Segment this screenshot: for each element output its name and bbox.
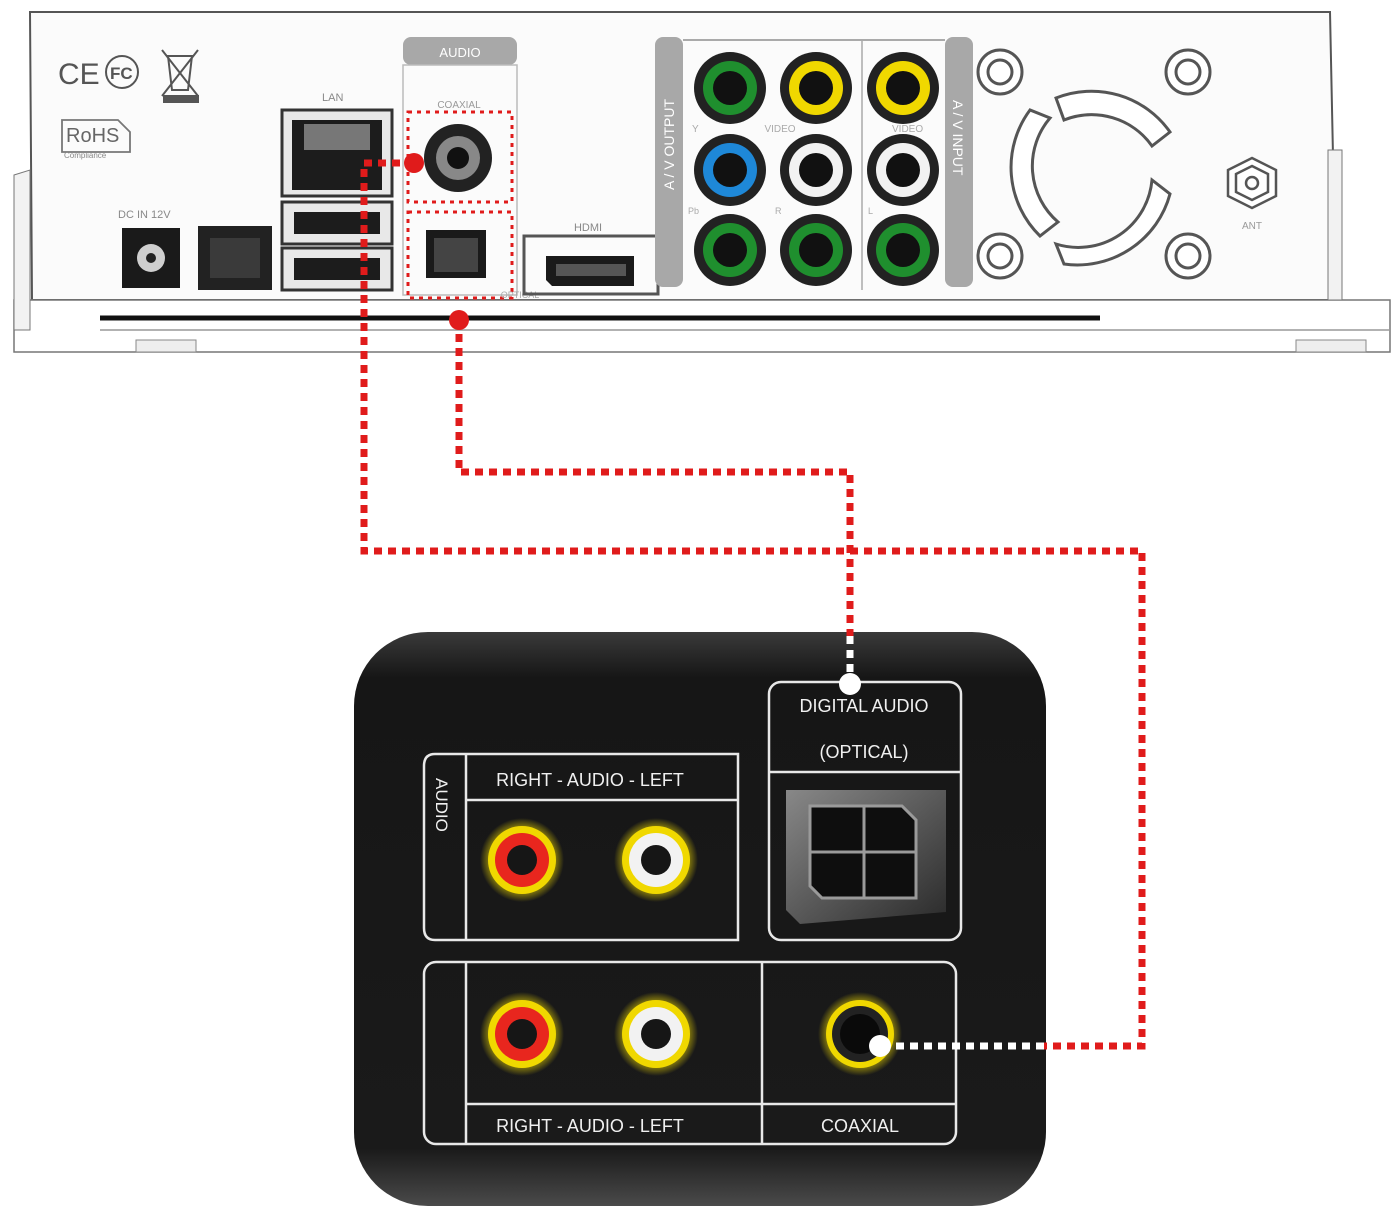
audio-in-right-jack-center bbox=[886, 233, 920, 267]
video-out-label: VIDEO bbox=[764, 124, 795, 135]
receiver-optical-port bbox=[786, 790, 946, 924]
pb-label: Pb bbox=[688, 206, 699, 216]
ant-label: ANT bbox=[1242, 221, 1262, 232]
hdmi-label: HDMI bbox=[574, 222, 602, 234]
optical-cable-device-end bbox=[449, 310, 469, 330]
optical-highlight-box bbox=[406, 210, 514, 300]
cables bbox=[360, 159, 1146, 1050]
optical-label: (OPTICAL) bbox=[819, 742, 908, 762]
receiver-rca-jacks bbox=[480, 818, 698, 1076]
audio-header-bg bbox=[403, 37, 517, 65]
audio-side-label: AUDIO bbox=[432, 778, 451, 832]
av-output-bar bbox=[655, 37, 683, 287]
device-optical-label: OPTICAL bbox=[501, 290, 540, 300]
l-in-label: L bbox=[868, 206, 873, 216]
av-input-bar bbox=[945, 37, 973, 287]
top-right-audio-jack-center bbox=[507, 845, 537, 875]
receiver-coaxial-jack bbox=[818, 992, 902, 1076]
top-audio-box bbox=[422, 752, 740, 942]
video-in-label: VIDEO bbox=[892, 124, 923, 135]
bottom-left-audio-jack-center bbox=[641, 1019, 671, 1049]
lan-label: LAN bbox=[322, 92, 343, 104]
r-out-label: R bbox=[775, 206, 782, 216]
device-coaxial-label: COAXIAL bbox=[437, 100, 481, 111]
digital-audio-box bbox=[767, 680, 963, 942]
pr-jack-center bbox=[713, 233, 747, 267]
top-left-audio-jack-center bbox=[641, 845, 671, 875]
audio-header-label: AUDIO bbox=[439, 45, 480, 60]
bottom-audio-label: RIGHT - AUDIO - LEFT bbox=[496, 1116, 684, 1136]
video-in-jack-center bbox=[886, 71, 920, 105]
device-back-panel: CE FC RoHS Compliance DC IN 12V LAN bbox=[13, 11, 1391, 353]
av-jacks bbox=[694, 52, 939, 286]
coaxial-label: COAXIAL bbox=[821, 1116, 899, 1136]
receiver-input-panel: AUDIO RIGHT - AUDIO - LEFT DIGITAL AUDIO… bbox=[354, 632, 1046, 1206]
digital-audio-label: DIGITAL AUDIO bbox=[799, 696, 928, 716]
av-output-label: A / V OUTPUT bbox=[661, 99, 677, 190]
rohs-logo: RoHS Compliance bbox=[61, 119, 131, 160]
audio-out-left-jack-center bbox=[799, 153, 833, 187]
fc-logo-ring bbox=[105, 55, 139, 89]
video-out-jack-center bbox=[799, 71, 833, 105]
fan-grille bbox=[976, 48, 1212, 280]
optical-cable-receiver-end bbox=[839, 673, 861, 695]
top-audio-label: RIGHT - AUDIO - LEFT bbox=[496, 770, 684, 790]
bottom-audio-box bbox=[422, 960, 958, 1146]
y-label: Y bbox=[692, 124, 699, 135]
audio-in-left-jack-center bbox=[886, 153, 920, 187]
fc-logo: FC bbox=[110, 64, 133, 83]
bottom-right-audio-jack-center bbox=[507, 1019, 537, 1049]
svg-text:Compliance: Compliance bbox=[64, 151, 107, 160]
weee-bin-icon bbox=[161, 49, 199, 103]
dc-in-label: DC IN 12V bbox=[118, 209, 171, 221]
coaxial-cable-device-end bbox=[404, 153, 424, 173]
audio-out-right-jack-center bbox=[799, 233, 833, 267]
coaxial-cable-receiver-end bbox=[869, 1035, 891, 1057]
y-jack-center bbox=[713, 71, 747, 105]
ce-logo: CE bbox=[58, 58, 100, 91]
optical-cable bbox=[455, 320, 854, 636]
coaxial-cable bbox=[360, 159, 1146, 1050]
av-input-label: A / V INPUT bbox=[950, 100, 966, 176]
antenna-connector bbox=[1226, 156, 1278, 210]
svg-text:RoHS: RoHS bbox=[66, 125, 119, 147]
pb-jack-center bbox=[713, 153, 747, 187]
